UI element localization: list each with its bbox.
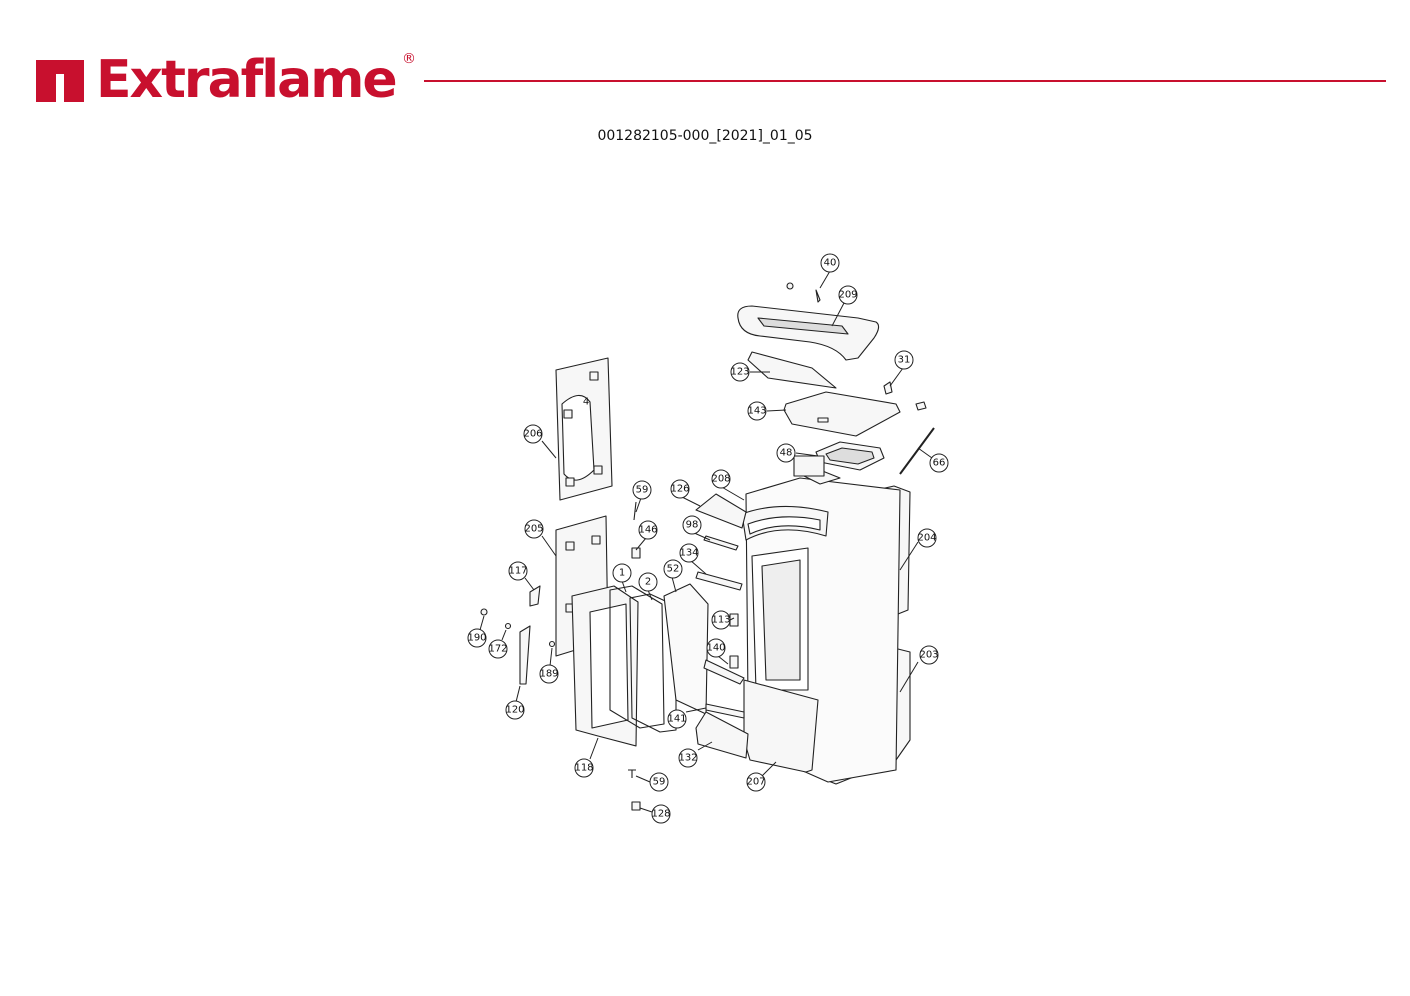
callout-66: 66: [929, 453, 949, 473]
document-code: 001282105-000_[2021]_01_05: [597, 128, 813, 144]
part-label: 31: [898, 355, 911, 366]
part-label: 117: [508, 566, 527, 577]
part-label: 66: [933, 458, 946, 469]
part-label: 205: [524, 524, 543, 535]
callout-207: 207: [746, 772, 766, 792]
callout-123: 123: [730, 362, 750, 382]
part-label: 140: [706, 643, 725, 654]
callout-190: 190: [467, 628, 487, 648]
part-label: 120: [505, 705, 524, 716]
callout-118: 118: [574, 758, 594, 778]
callout-205: 205: [524, 519, 544, 539]
part-label: 134: [679, 548, 698, 559]
part-label: 132: [678, 753, 697, 764]
part-label: 123: [730, 367, 749, 378]
part-label: 141: [667, 714, 686, 725]
callout-141: 141: [667, 709, 687, 729]
callout-48: 48: [776, 443, 796, 463]
part-label: 190: [467, 633, 486, 644]
callout-1: 1: [612, 563, 632, 583]
callout-132: 132: [678, 748, 698, 768]
part-label: 59: [653, 777, 666, 788]
registered-mark: ®: [402, 51, 416, 67]
part-label: 128: [651, 809, 670, 820]
callout-31: 31: [894, 350, 914, 370]
part-label: 98: [686, 520, 699, 531]
callout-208: 208: [711, 469, 731, 489]
deflector-panel-part: [747, 351, 837, 389]
callout-128: 128: [651, 804, 671, 824]
callout-113: 113: [711, 610, 731, 630]
part-label: 1: [619, 568, 625, 579]
top-plate-part: [783, 391, 901, 437]
callout-134: 134: [679, 543, 699, 563]
glass-part: [663, 583, 709, 715]
part-label: 2: [645, 577, 651, 588]
part-label: 172: [488, 644, 507, 655]
callout-206: 206: [523, 424, 543, 444]
brand-logo: Extraflame ®: [34, 52, 424, 108]
part-label: 40: [824, 258, 837, 269]
part-label: 207: [746, 777, 765, 788]
part-label: 209: [838, 290, 857, 301]
part-label: 203: [919, 650, 938, 661]
callout-209: 209: [838, 285, 858, 305]
callout-120: 120: [505, 700, 525, 720]
part-label: 143: [747, 406, 766, 417]
callout-59-top: 59: [632, 480, 652, 500]
callout-2: 2: [638, 572, 658, 592]
callout-117: 117: [508, 561, 528, 581]
callout-140: 140: [706, 638, 726, 658]
callout-126: 126: [670, 479, 690, 499]
callout-172: 172: [488, 639, 508, 659]
part-label: 126: [670, 484, 689, 495]
part-label: 208: [711, 474, 730, 485]
part-label: 59: [636, 485, 649, 496]
bracket-126-part: [695, 493, 747, 529]
flame-logo-icon: [36, 60, 84, 102]
callout-146: 146: [638, 520, 658, 540]
gasket-frame-1-part: [609, 585, 665, 729]
callout-40: 40: [820, 253, 840, 273]
callout-204: 204: [917, 528, 937, 548]
part-label: 206: [523, 429, 542, 440]
part-label: 204: [917, 533, 936, 544]
callout-189: 189: [539, 664, 559, 684]
part-label: 113: [711, 615, 730, 626]
callout-59-bottom: 59: [649, 772, 669, 792]
part-label: 4: [583, 397, 589, 408]
ash-pan-part: [695, 711, 749, 759]
header-divider: [424, 80, 1386, 82]
callout-98: 98: [682, 515, 702, 535]
callout-143: 143: [747, 401, 767, 421]
callout-52: 52: [663, 559, 683, 579]
brand-name: Extraflame: [96, 50, 398, 110]
callout-203: 203: [919, 645, 939, 665]
part-label: 146: [638, 525, 657, 536]
top-cover-part: [737, 282, 880, 361]
label-4: 4: [583, 397, 589, 408]
part-label: 48: [780, 448, 793, 459]
part-label: 118: [574, 763, 593, 774]
part-label: 189: [539, 669, 558, 680]
part-label: 52: [667, 564, 680, 575]
